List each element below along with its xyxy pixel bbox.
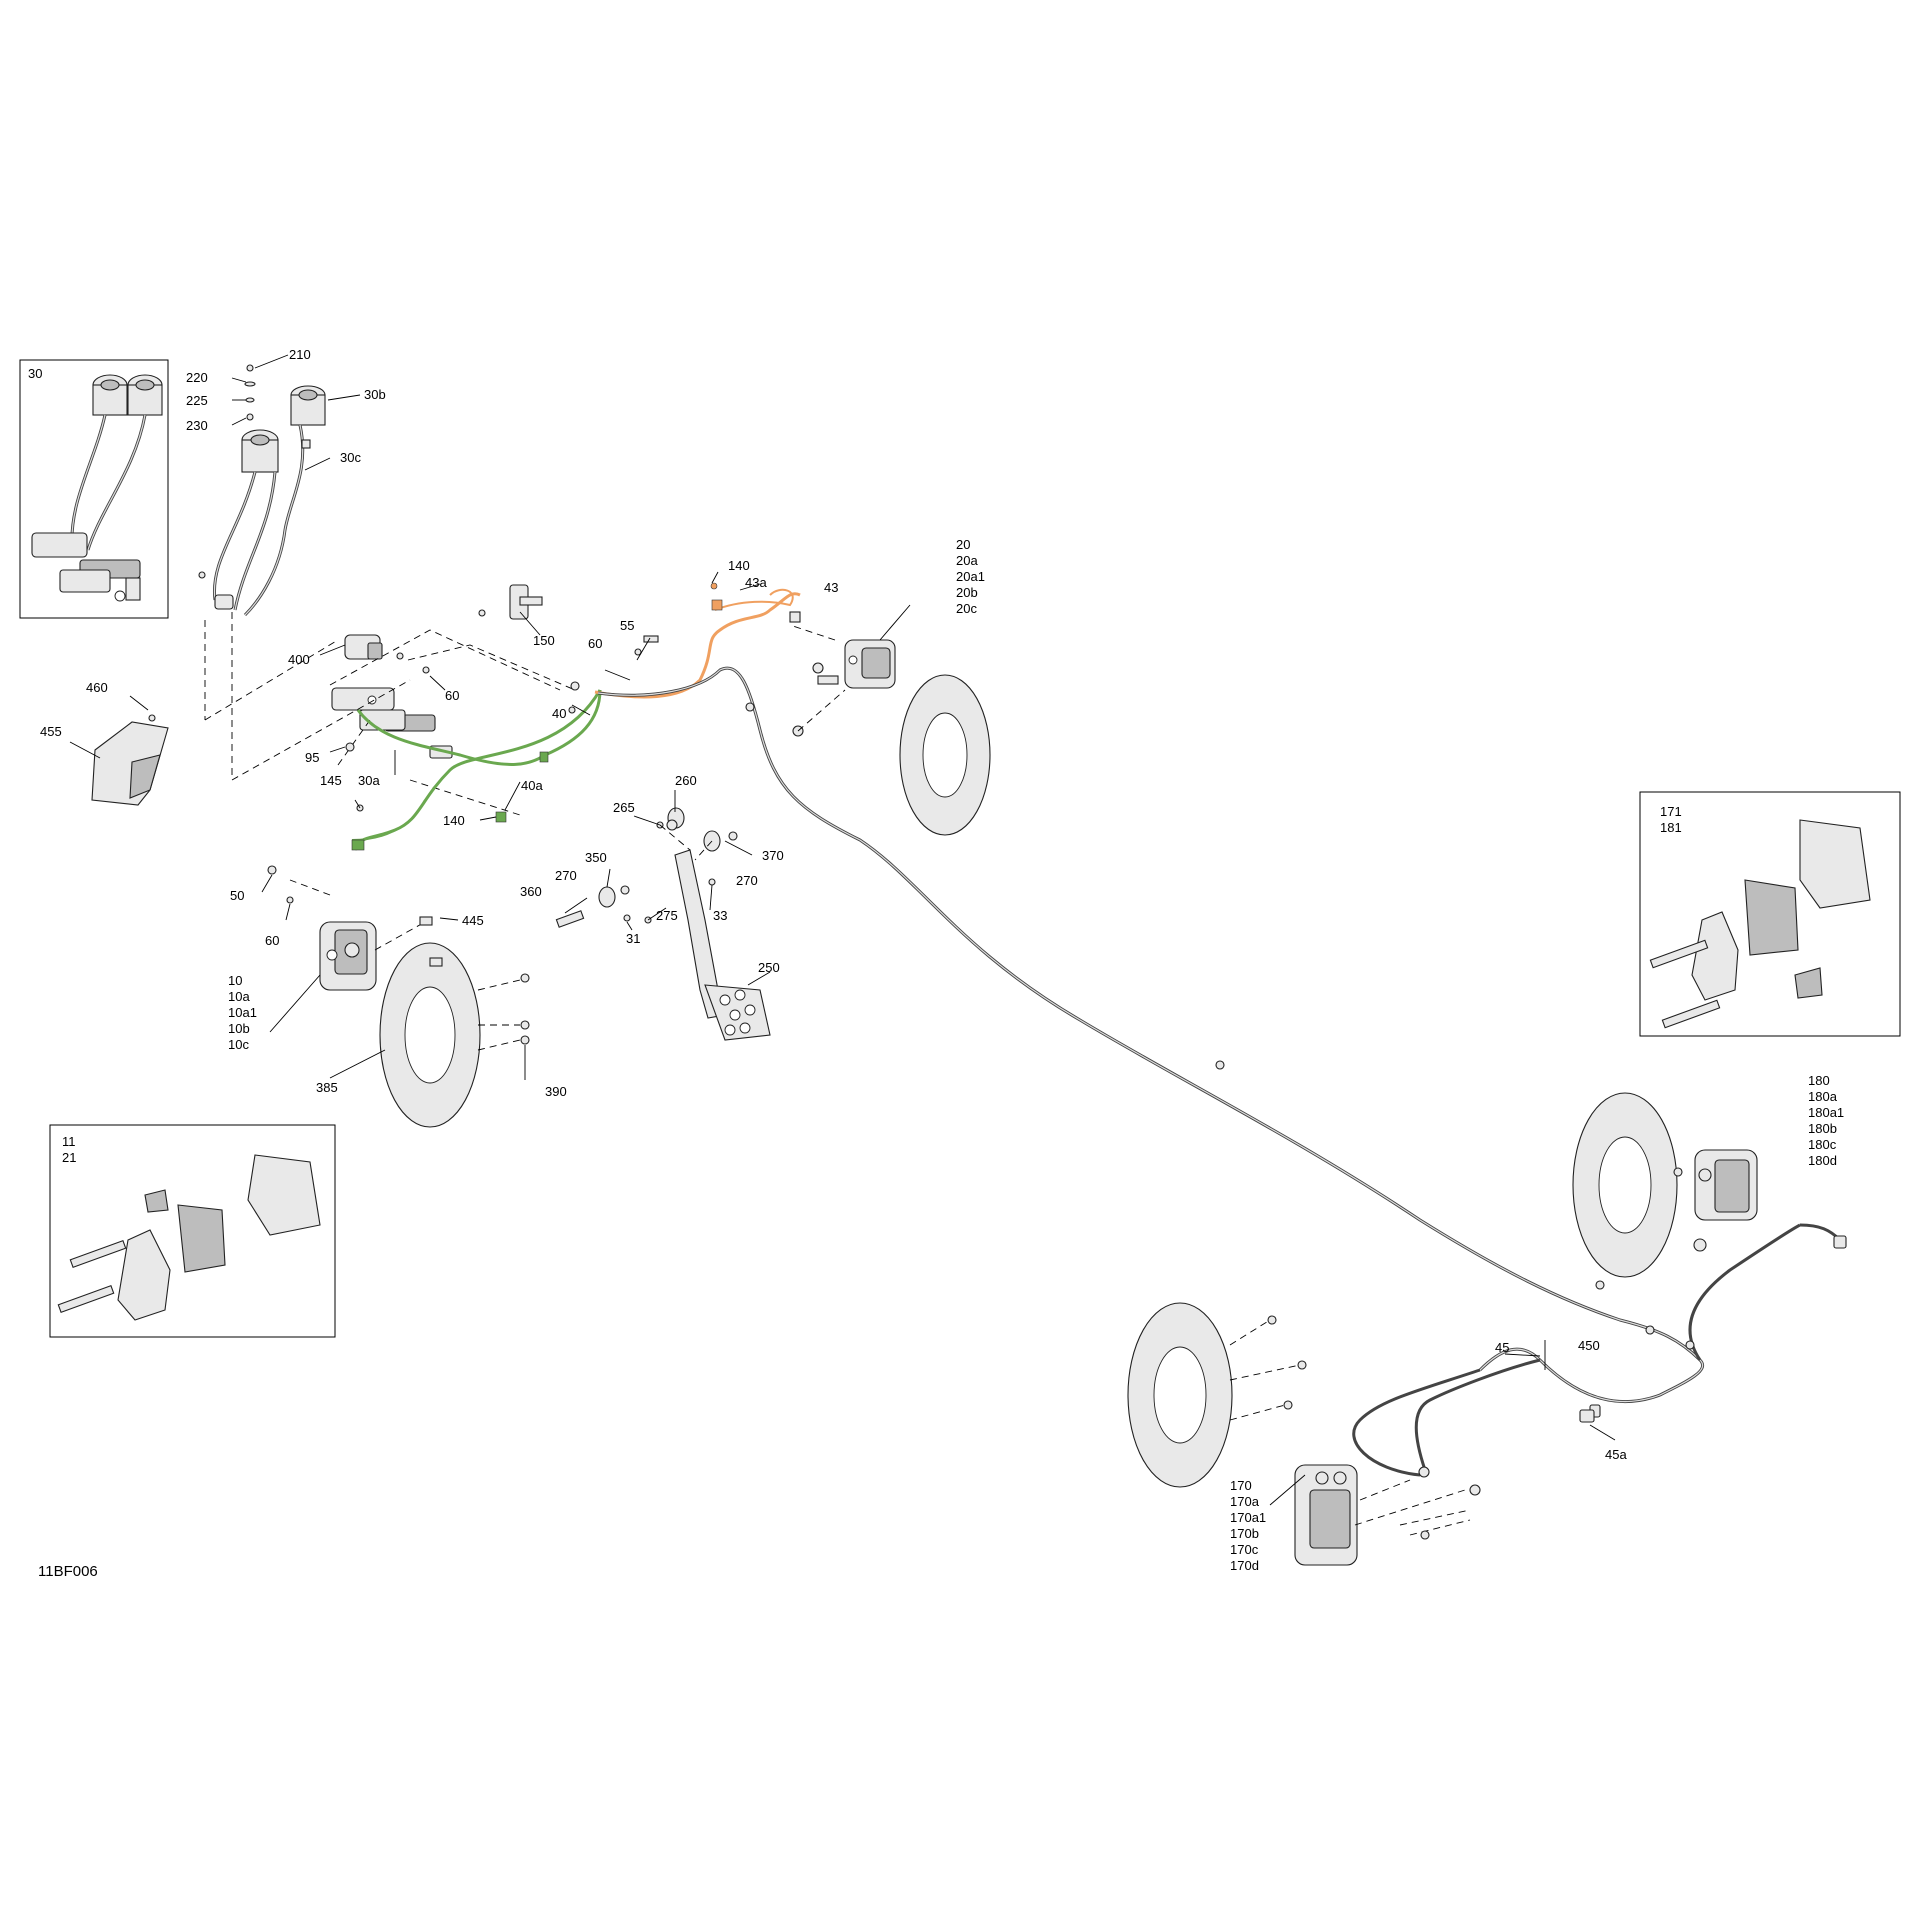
label-180c: 180c [1808, 1137, 1837, 1152]
label-385: 385 [316, 1080, 338, 1095]
rotor-front-left [379, 942, 481, 1128]
caliper-front-right [817, 639, 896, 689]
cap-hardware [244, 364, 256, 421]
label-60-upper: 60 [445, 688, 459, 703]
diagram-id: 11BF006 [38, 1563, 98, 1580]
brake-line-green [356, 689, 602, 766]
label-460: 460 [86, 680, 108, 695]
label-30c: 30c [340, 450, 361, 465]
label-170a1: 170a1 [1230, 1510, 1266, 1525]
label-445: 445 [462, 913, 484, 928]
label-180d: 180d [1808, 1153, 1837, 1168]
label-20a1: 20a1 [956, 569, 985, 584]
label-450: 450 [1578, 1338, 1600, 1353]
label-220: 220 [186, 370, 208, 385]
leader-lines [69, 354, 1616, 1506]
label-20b: 20b [956, 585, 978, 600]
label-145: 145 [320, 773, 342, 788]
label-275: 275 [656, 908, 678, 923]
label-20a: 20a [956, 553, 978, 568]
label-260: 260 [675, 773, 697, 788]
rotor-front-right [899, 674, 991, 836]
bracket-400 [344, 634, 383, 660]
label-180a: 180a [1808, 1089, 1838, 1104]
label-360: 360 [520, 884, 542, 899]
label-265: 265 [613, 800, 635, 815]
callout-group-front-right: 20 20a 20a1 20b 20c [956, 537, 985, 616]
reservoir-main [241, 429, 279, 473]
label-10b: 10b [228, 1021, 250, 1036]
label-20c: 20c [956, 601, 977, 616]
label-10c: 10c [228, 1037, 249, 1052]
inset-pads-rear: 171 181 [1639, 791, 1901, 1037]
label-33: 33 [713, 908, 727, 923]
callout-group-rear-left: 170 170a 170a1 170b 170c 170d [1230, 1478, 1266, 1573]
brake-pedal-250 [674, 849, 771, 1041]
label-10: 10 [228, 973, 242, 988]
label-140-orange: 140 [728, 558, 750, 573]
caliper-front-left [319, 921, 377, 991]
reservoir-30b [290, 385, 326, 426]
label-370: 370 [762, 848, 784, 863]
label-55: 55 [620, 618, 634, 633]
label-140-green: 140 [443, 813, 465, 828]
label-270-right: 270 [736, 873, 758, 888]
rotor-rear-left [1127, 1302, 1233, 1488]
label-150: 150 [533, 633, 555, 648]
label-170d: 170d [1230, 1558, 1259, 1573]
inset-pads-front: 11 21 [49, 1124, 336, 1338]
label-30a: 30a [358, 773, 380, 788]
label-50: 50 [230, 888, 244, 903]
label-95: 95 [305, 750, 319, 765]
label-10a1: 10a1 [228, 1005, 257, 1020]
reservoir-assembly [198, 364, 326, 617]
caliper-rear-left [1294, 1464, 1358, 1566]
label-170c: 170c [1230, 1542, 1259, 1557]
label-60-mid: 60 [588, 636, 602, 651]
label-180a1: 180a1 [1808, 1105, 1844, 1120]
label-40a: 40a [521, 778, 543, 793]
label-180: 180 [1808, 1073, 1830, 1088]
inset-label-181: 181 [1660, 820, 1682, 835]
label-20: 20 [956, 537, 970, 552]
label-40: 40 [552, 706, 566, 721]
caliper-rear-right [1693, 1149, 1758, 1252]
label-10a: 10a [228, 989, 250, 1004]
inset-label-30: 30 [28, 366, 42, 381]
label-180b: 180b [1808, 1121, 1837, 1136]
inset-label-11: 11 [62, 1134, 76, 1149]
label-31: 31 [626, 931, 640, 946]
callout-group-front-left: 10 10a 10a1 10b 10c [228, 973, 257, 1052]
label-60-lower: 60 [265, 933, 279, 948]
label-400: 400 [288, 652, 310, 667]
label-30b: 30b [364, 387, 386, 402]
label-250: 250 [758, 960, 780, 975]
switch-150 [478, 584, 543, 620]
label-170a: 170a [1230, 1494, 1260, 1509]
label-230: 230 [186, 418, 208, 433]
rotor-rear-right [1572, 1092, 1678, 1278]
inset-label-171: 171 [1660, 804, 1682, 819]
label-455: 455 [40, 724, 62, 739]
label-390: 390 [545, 1084, 567, 1099]
label-43a: 43a [745, 575, 767, 590]
brake-line-orange [594, 592, 801, 699]
label-210: 210 [289, 347, 311, 362]
label-170b: 170b [1230, 1526, 1259, 1541]
inset-master-cylinder-body [31, 532, 141, 602]
label-270-left: 270 [555, 868, 577, 883]
label-45a: 45a [1605, 1447, 1627, 1462]
callout-group-rear-right: 180 180a 180a1 180b 180c 180d [1808, 1073, 1844, 1168]
label-45: 45 [1495, 1340, 1509, 1355]
label-225: 225 [186, 393, 208, 408]
callout-labels: 210 220 225 230 30b 30c 150 400 60 60 55… [40, 347, 1627, 1462]
label-43: 43 [824, 580, 838, 595]
label-170: 170 [1230, 1478, 1252, 1493]
inset-master-cylinder: 30 [19, 359, 169, 619]
label-350: 350 [585, 850, 607, 865]
dust-shield-455 [91, 714, 169, 806]
inset-reservoirs [92, 374, 163, 416]
inset-label-21: 21 [62, 1150, 76, 1165]
